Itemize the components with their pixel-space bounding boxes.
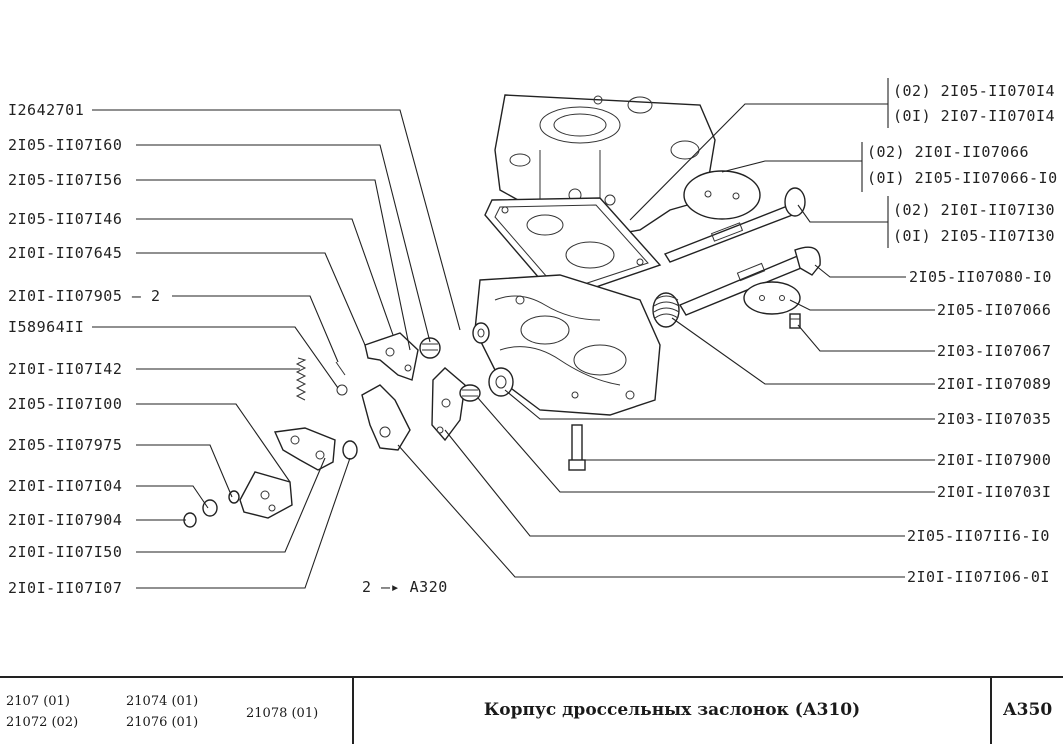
throttle-plate-upper (683, 170, 761, 220)
throttle-plate-lower (743, 281, 801, 315)
label-group-2-line-1: (02) 2I0I-II07066 (867, 143, 1029, 161)
label-group-1-line-2: (0I) 2I07-II070I4 (893, 107, 1055, 125)
label-right-9: 2I0I-II07I06-0I (907, 568, 1050, 586)
bolt (568, 424, 586, 471)
lever-upper (364, 332, 419, 381)
lever-spring-lower (459, 384, 481, 402)
label-part-10: 2I05-II07975 (8, 436, 122, 454)
leader-lines-right (397, 78, 935, 578)
label-part-5: 2I0I-II07645 (8, 244, 122, 262)
label-right-5: 2I03-II07035 (937, 410, 1051, 428)
label-right-8: 2I05-II07II6-I0 (907, 527, 1050, 545)
spring-pin (335, 361, 348, 396)
labels-left: I2642701 2I05-II07I60 2I05-II07I56 2I05-… (8, 101, 161, 597)
label-part-8: 2I0I-II07I42 (8, 360, 122, 378)
lever-spring-upper (419, 337, 441, 359)
label-part-7: I58964II (8, 318, 84, 336)
label-right-1: 2I05-II07080-I0 (909, 268, 1052, 286)
spring-small (295, 357, 307, 401)
pin-right (342, 440, 358, 460)
page-title: Корпус дроссельных заслонок (А310) (483, 700, 861, 720)
bushing (488, 367, 514, 397)
bracket (239, 471, 293, 519)
labels-right: 2I05-II07080-I0 2I05-II07066 2I03-II0706… (907, 268, 1052, 586)
model-21072: 21072 (02) (6, 715, 79, 730)
page-reference: А350 (1002, 700, 1053, 720)
cross-reference-note: 2 —▸ A320 (362, 578, 448, 596)
model-2107: 2107 (01) (6, 694, 70, 709)
label-part-12: 2I0I-II07904 (8, 511, 122, 529)
leader-lines-left (92, 109, 461, 589)
small-screw (789, 313, 801, 329)
label-group-2-line-2: (0I) 2I05-II07066-I0 (867, 169, 1058, 187)
label-part-14: 2I0I-II07I07 (8, 579, 122, 597)
model-21076: 21076 (01) (126, 715, 199, 730)
exploded-parts-diagram: I2642701 2I05-II07I60 2I05-II07I56 2I05-… (8, 78, 1058, 597)
throttle-body-sketch (474, 274, 661, 416)
throttle-lever (431, 367, 466, 442)
washers-small (183, 490, 240, 528)
label-part-9: 2I05-II07I00 (8, 395, 122, 413)
footer-title-block: 2107 (01) 21072 (02) 21074 (01) 21076 (0… (0, 676, 1063, 744)
footer-divider (352, 678, 354, 744)
throttle-shaft-lower (678, 246, 821, 316)
label-right-3: 2I03-II07067 (937, 342, 1051, 360)
model-21074: 21074 (01) (126, 694, 199, 709)
label-part-11: 2I0I-II07I04 (8, 477, 122, 495)
label-right-6: 2I0I-II07900 (937, 451, 1051, 469)
label-part-3: 2I05-II07I56 (8, 171, 122, 189)
label-part-1: I2642701 (8, 101, 84, 119)
label-part-2: 2I05-II07I60 (8, 136, 122, 154)
label-part-13: 2I0I-II07I50 (8, 543, 122, 561)
gasket (484, 197, 662, 301)
label-right-4: 2I0I-II07089 (937, 375, 1051, 393)
labels-right-grouped: (02) 2I05-II070I4 (0I) 2I07-II070I4 (02)… (867, 82, 1058, 245)
label-group-3-line-2: (0I) 2I05-II07I30 (893, 227, 1055, 245)
label-group-3-line-1: (02) 2I0I-II07I30 (893, 201, 1055, 219)
model-21078: 21078 (01) (246, 706, 319, 721)
footer-divider (990, 678, 992, 744)
return-spring (652, 292, 680, 328)
label-part-4: 2I05-II07I46 (8, 210, 122, 228)
label-right-2: 2I05-II07066 (937, 301, 1051, 319)
lever-middle (361, 384, 411, 451)
washer-small (472, 322, 490, 344)
label-right-7: 2I0I-II0703I (937, 483, 1051, 501)
label-part-6: 2I0I-II07905 — 2 (8, 287, 161, 305)
throttle-shaft-upper (663, 187, 806, 263)
label-group-1-line-1: (02) 2I05-II070I4 (893, 82, 1055, 100)
lever-left (273, 427, 336, 471)
